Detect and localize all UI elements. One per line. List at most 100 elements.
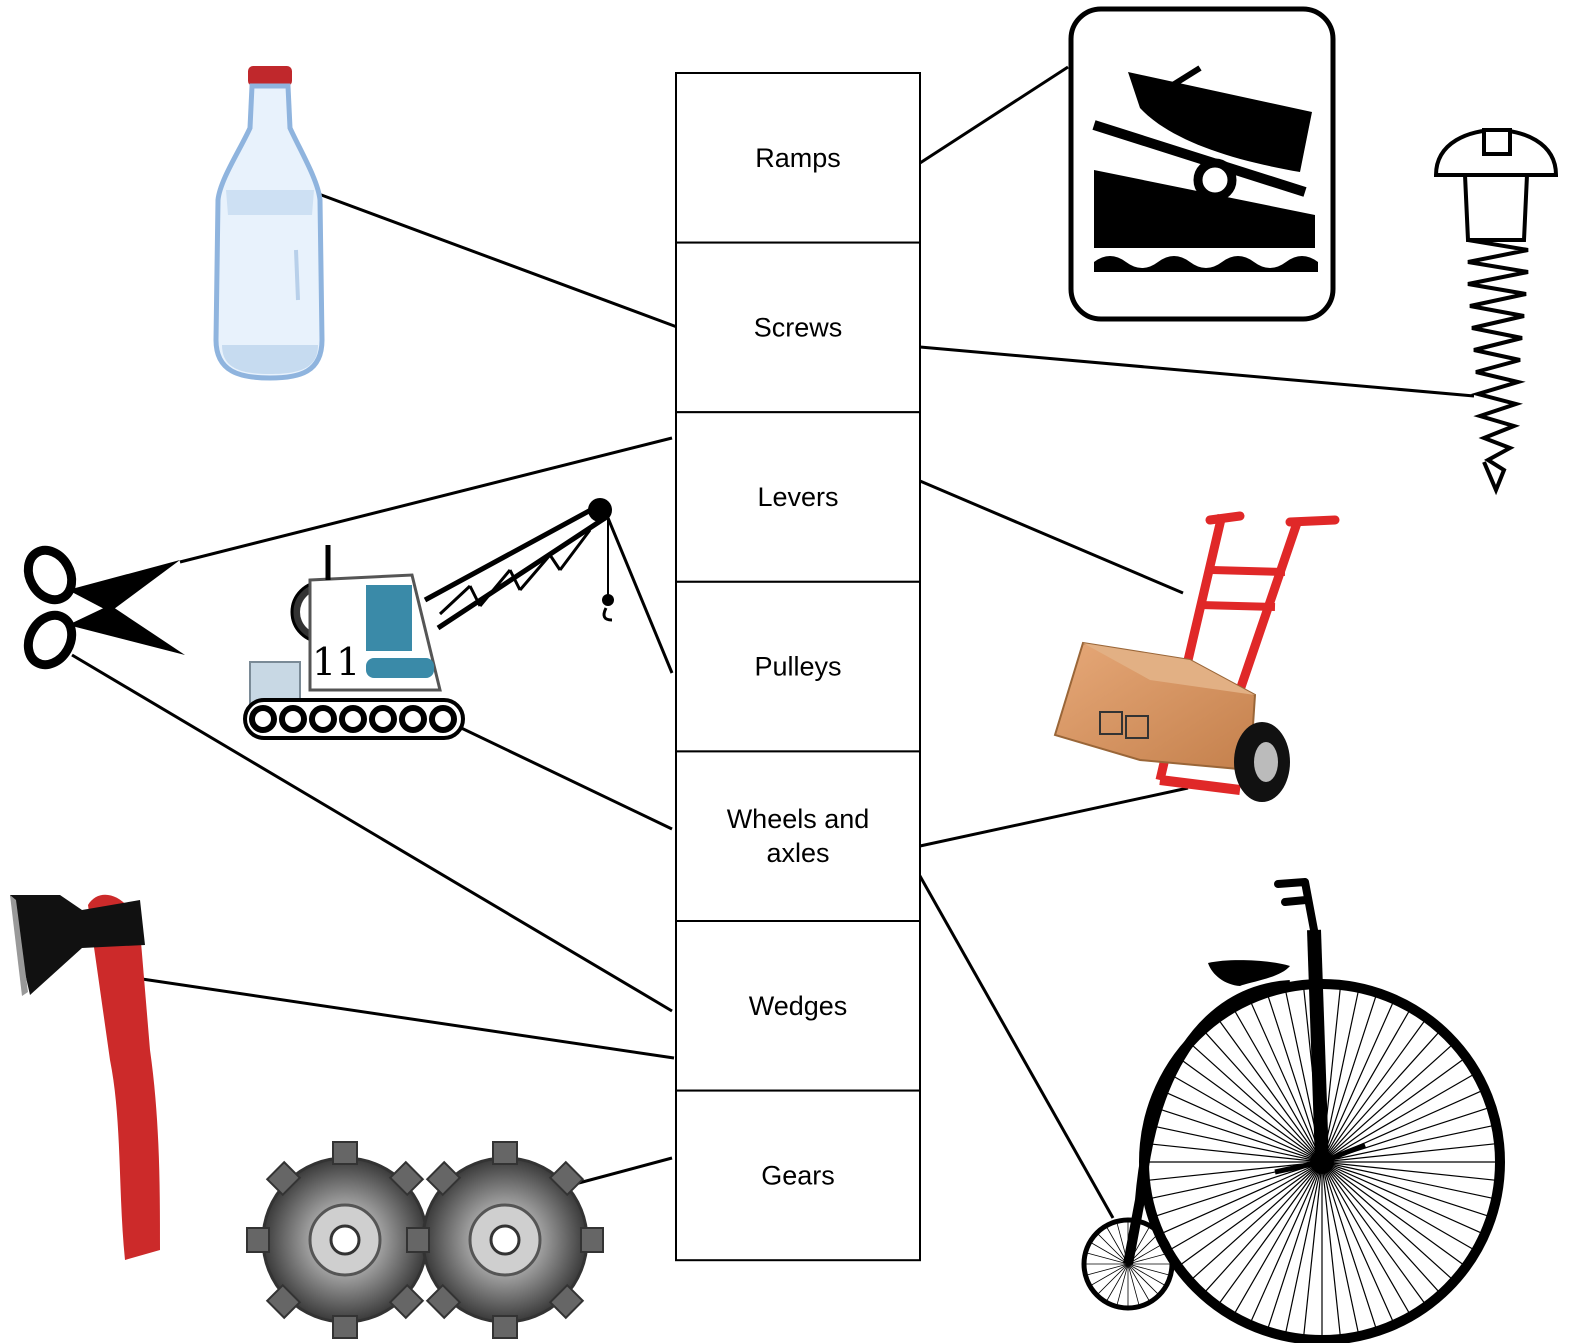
wheel-spoke	[1321, 1161, 1452, 1279]
wheel-spoke	[1151, 1125, 1323, 1163]
crane-number: 11	[312, 640, 360, 684]
wheel-spoke	[1321, 1161, 1377, 1328]
category-label-wheels-0: Wheels and	[727, 804, 870, 834]
connector-scissors-wedges	[71, 653, 673, 1013]
wheel-spoke	[1205, 1032, 1323, 1163]
small-wheel-spoke	[1127, 1263, 1140, 1305]
wheel-spoke	[1321, 1161, 1488, 1217]
small-wheel-spoke	[1127, 1263, 1150, 1301]
category-box-frame	[675, 580, 921, 753]
small-wheel-spoke	[1098, 1234, 1129, 1265]
small-wheel-spoke	[1087, 1263, 1129, 1276]
category-label-gears: Gears	[761, 1160, 835, 1190]
small-wheel-spoke	[1091, 1242, 1129, 1265]
wheel-spoke	[1219, 1161, 1323, 1304]
small-wheel-spoke	[1127, 1263, 1165, 1286]
connector-crane-pulleys	[606, 517, 674, 674]
category-box-frame	[675, 241, 921, 414]
category-box-wedges: Wedges	[675, 920, 921, 1092]
wheel-spoke	[1321, 1161, 1473, 1250]
wheel-spoke	[1321, 1059, 1464, 1163]
wheel-spoke	[1267, 996, 1323, 1163]
wheel-spoke	[1321, 1161, 1394, 1322]
wheel-spoke	[1321, 1002, 1394, 1163]
wheel-spoke	[1321, 1074, 1473, 1163]
wheel-spoke	[1321, 996, 1377, 1163]
category-box-pulleys: Pulleys	[675, 580, 921, 753]
category-label-screws: Screws	[754, 312, 843, 342]
category-box-frame	[675, 72, 921, 244]
wheel-spoke	[1321, 1045, 1452, 1163]
category-box-screws: Screws	[675, 241, 921, 414]
wheel-spoke	[1171, 1074, 1323, 1163]
wheel-spoke	[1321, 1161, 1493, 1199]
category-box-frame	[675, 1089, 921, 1262]
small-wheel-spoke	[1091, 1263, 1129, 1286]
bottle-icon	[213, 66, 325, 381]
wheel-spoke	[1205, 1161, 1323, 1292]
wheel-spoke	[1250, 1161, 1323, 1322]
wheel-spoke	[1148, 1161, 1323, 1181]
connector-handtruck-wheels	[919, 786, 1189, 848]
wheel-spoke	[1321, 1011, 1410, 1163]
gears-icon	[246, 1141, 604, 1339]
wheel-spoke	[1234, 1161, 1323, 1313]
crane-icon: 11	[243, 498, 614, 740]
category-box-wheels: Wheels and axles	[675, 750, 921, 923]
axe-icon	[10, 894, 160, 1260]
connector-crane-wheels	[454, 723, 673, 831]
category-label-wheels-1: axles	[766, 838, 829, 868]
wheel-spoke	[1192, 1161, 1323, 1279]
connector-ramp-sign-ramps	[919, 65, 1069, 165]
wheel-spoke	[1171, 1161, 1323, 1250]
wheel-spoke	[1180, 1161, 1323, 1265]
connector-bike-wheels	[914, 868, 1115, 1219]
category-box-levers: Levers	[675, 411, 921, 583]
wheel-spoke	[1192, 1045, 1323, 1163]
small-wheel-spoke	[1116, 1263, 1129, 1305]
wheel-spoke	[1148, 1143, 1323, 1163]
wheel-spoke	[1156, 1161, 1323, 1217]
small-wheel-spoke	[1127, 1263, 1158, 1294]
boat-ramp-sign-icon	[1068, 6, 1336, 322]
wheel-spoke	[1321, 1032, 1439, 1163]
wheel-spoke	[1267, 1161, 1323, 1328]
wheel-spoke	[1303, 1161, 1323, 1336]
category-box-frame	[675, 750, 921, 923]
wheel-spoke	[1321, 991, 1359, 1163]
small-wheel-spoke	[1106, 1263, 1129, 1301]
connector-scissors-levers	[179, 436, 673, 564]
connector-bottle-screws	[315, 191, 678, 329]
category-label-levers: Levers	[757, 482, 838, 512]
wheel-spoke	[1321, 1161, 1410, 1313]
wheel-spoke	[1234, 1011, 1323, 1163]
wheel-spoke	[1321, 1161, 1482, 1234]
small-wheel-spoke	[1087, 1252, 1129, 1265]
screw-icon	[1433, 127, 1559, 496]
small-wheel-spoke	[1098, 1263, 1129, 1294]
small-wheel-spoke	[1127, 1263, 1169, 1276]
wheel-spoke	[1321, 1161, 1425, 1304]
small-wheel-spoke	[1127, 1242, 1165, 1265]
connector-handtruck-levers	[919, 479, 1184, 595]
connectors	[71, 65, 1475, 1219]
category-box-frame	[675, 411, 921, 583]
category-label-pulleys: Pulleys	[754, 652, 841, 682]
category-label-wedges: Wedges	[749, 991, 848, 1021]
wheel-spoke	[1321, 1125, 1493, 1163]
hand-truck-icon	[1053, 511, 1340, 802]
wheel-spoke	[1321, 1020, 1425, 1163]
connector-screw-screws	[919, 345, 1475, 398]
category-box-ramps: Ramps	[675, 72, 921, 244]
wheel-spoke	[1162, 1161, 1323, 1234]
connector-axe-wedges	[141, 977, 675, 1060]
penny-farthing-icon	[1081, 878, 1505, 1343]
wheel-spoke	[1321, 1161, 1341, 1336]
wheel-spoke	[1285, 1161, 1323, 1333]
wheel-spoke	[1162, 1090, 1323, 1163]
wheel-spoke	[1321, 1161, 1439, 1292]
wheel-spoke	[1321, 1161, 1359, 1333]
wheel-spoke	[1180, 1059, 1323, 1163]
wheel-spoke	[1321, 1143, 1496, 1163]
